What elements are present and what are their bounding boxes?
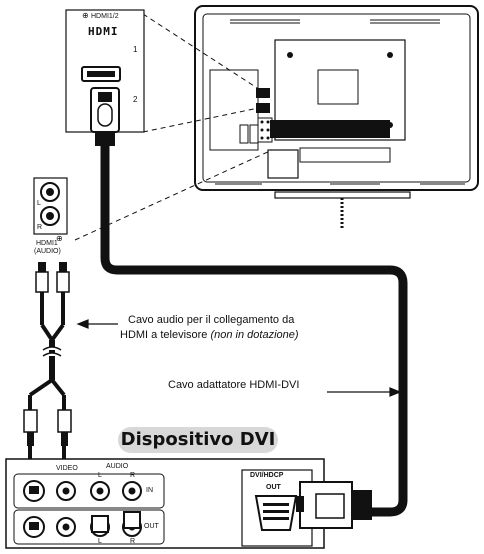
tv-back (194, 5, 479, 228)
hdmi-panel-title: HDMI1/2 (91, 13, 119, 20)
device-l-bottom-label: L (98, 538, 102, 545)
audio-cable-callout-line1: Cavo audio per il collegamento da (128, 314, 295, 326)
hdmi-port-2-label: 2 (133, 95, 138, 104)
device-l-top-label: L (98, 472, 102, 479)
audio-panel-r-label: R (37, 224, 43, 231)
audio-input-icon: ⊕ (56, 234, 63, 243)
audio-cable-callout-main: HDMI a televisore (120, 329, 211, 341)
callout-arrows (76, 319, 402, 397)
device-out-label: OUT (144, 523, 159, 530)
dvi-port-label: DVI/HDCP (250, 472, 284, 479)
hdmi-port-1-label: 1 (133, 45, 138, 54)
device-r-top-label: R (130, 472, 136, 479)
device-title: Dispositivo DVI (118, 427, 278, 453)
hdmi-logo: HDMI (88, 25, 119, 38)
dvi-device (5, 458, 325, 549)
hdmi-dvi-cable (100, 146, 408, 517)
device-video-label: VIDEO (56, 465, 78, 472)
audio-panel-caption-1: HDMI1 (36, 240, 58, 247)
device-in-label: IN (146, 487, 153, 494)
hdmi-panel (65, 9, 145, 146)
audio-panel-caption-2: (AUDIO) (34, 248, 61, 255)
dvi-plug (296, 481, 372, 529)
dvi-cable-callout: Cavo adattatore HDMI-DVI (168, 379, 300, 391)
device-audio-label: AUDIO (106, 463, 129, 470)
dvi-out-label: OUT (266, 484, 281, 491)
audio-cable-callout-italic: (non in dotazione) (210, 329, 299, 341)
device-r-bottom-label: R (130, 538, 136, 545)
audio-cable-callout-line2: HDMI a televisore (non in dotazione) (120, 328, 299, 342)
hdmi-input-icon: ⊕ (82, 11, 89, 20)
audio-input-panel (33, 177, 68, 235)
audio-panel-l-label: L (37, 200, 41, 207)
